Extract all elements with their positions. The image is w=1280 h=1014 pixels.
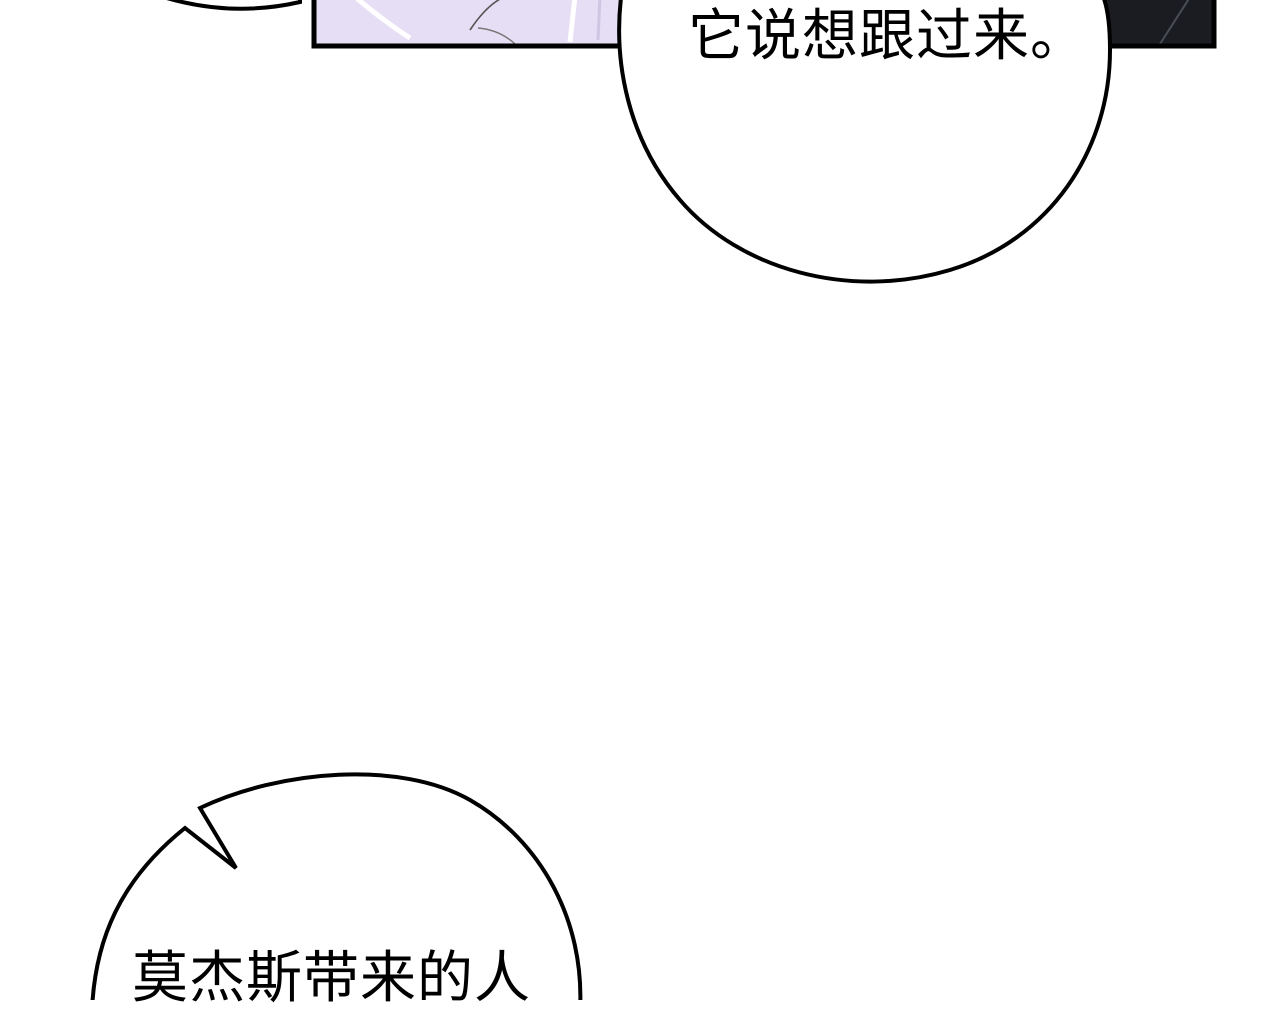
partial-bubble-top-left [166,0,302,11]
speech-bubble-2-text: 莫杰斯带来的人 [132,946,531,1011]
top-panel-lavender [311,0,634,49]
speech-bubble-2 [90,772,583,1000]
top-panel-dark [1100,0,1217,49]
speech-bubble-1-text: 它说想跟过来。 [688,4,1087,69]
speech-bubble-1 [617,0,1113,284]
